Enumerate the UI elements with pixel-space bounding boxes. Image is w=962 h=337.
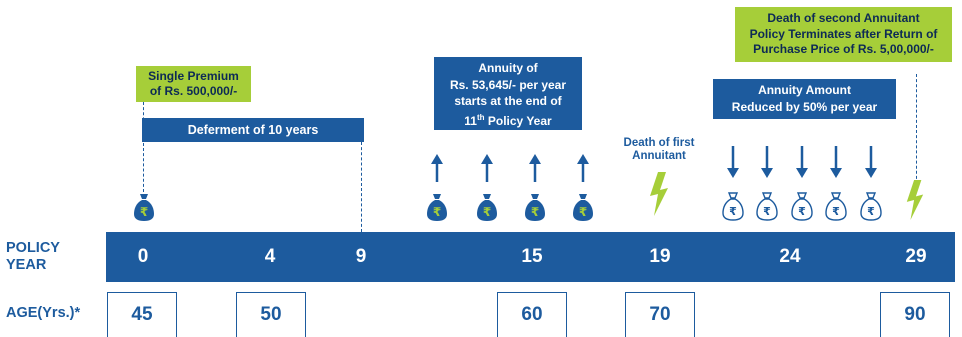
svg-text:₹: ₹ [798,205,806,218]
svg-text:₹: ₹ [763,205,771,218]
svg-text:₹: ₹ [483,205,491,219]
money-bag-outline-icon: ₹ [756,192,778,221]
deferment-box: Deferment of 10 years [142,118,364,142]
money-bag-filled-icon: ₹ [525,194,545,221]
money-bag-filled-icon: ₹ [427,194,447,221]
annuity-payments: ₹ ₹ ₹ ₹ [427,154,593,221]
age-box-50: 50 [236,292,306,337]
lightning-icon [906,180,924,220]
age-label: AGE(Yrs.)* [6,305,81,321]
age-box-45: 45 [107,292,177,337]
policy-year-4: 4 [264,246,276,267]
down-arrow-icon [865,146,877,178]
money-bag-filled-icon: ₹ [573,194,593,221]
year0-dashed-line [143,102,144,192]
svg-text:₹: ₹ [579,205,587,219]
annuity-start-box: Annuity of Rs. 53,645/- per year starts … [434,57,582,130]
annuity-line4: 11th Policy Year [464,112,552,128]
money-bag-outline-icon: ₹ [825,192,847,221]
money-bag-outline-icon: ₹ [791,192,813,221]
svg-text:₹: ₹ [832,205,840,218]
policy-year-29: 29 [905,246,927,267]
svg-text:₹: ₹ [140,205,148,219]
policy-year-bar [106,232,955,282]
down-arrow-icon [727,146,739,178]
single-premium-line2: of Rs. 500,000/- [149,84,238,98]
death-first-label: Death of first Annuitant [623,137,695,162]
up-arrow-icon [431,154,443,182]
money-bag-filled-icon: ₹ [477,194,497,221]
svg-text:₹: ₹ [729,205,737,218]
single-premium-box: Single Premium of Rs. 500,000/- [136,66,251,102]
up-arrow-icon [529,154,541,182]
deferment-label: Deferment of 10 years [187,123,319,137]
age-box-70: 70 [625,292,695,337]
policy-year-15: 15 [521,246,543,267]
annuity-line3: starts at the end of [454,94,562,108]
down-arrow-icon [796,146,808,178]
money-bag-outline-icon: ₹ [860,192,882,221]
policy-year-19: 19 [649,246,671,267]
lightning-icon [650,172,668,216]
death-second-box: Death of second Annuitant Policy Termina… [735,7,952,62]
annuity-reduced-box: Annuity Amount Reduced by 50% per year [713,79,896,119]
policy-year-label: POLICY YEAR [6,240,60,273]
year9-dashed-line [361,142,362,232]
policy-year-0: 0 [137,246,149,267]
annuity-line1: Annuity of [478,61,538,75]
single-premium-line1: Single Premium [148,69,239,83]
svg-text:₹: ₹ [531,205,539,219]
policy-year-24: 24 [779,246,801,267]
policy-year-9: 9 [355,246,367,267]
up-arrow-icon [481,154,493,182]
down-arrow-icon [761,146,773,178]
reduced-annuity-payments: ₹ ₹ ₹ ₹ ₹ [722,146,882,221]
money-bag-filled-icon: ₹ [134,194,154,221]
money-bag-outline-icon: ₹ [722,192,744,221]
age-box-60: 60 [497,292,567,337]
annuity-line2: Rs. 53,645/- per year [449,77,567,92]
age-box-90: 90 [880,292,950,337]
up-arrow-icon [577,154,589,182]
svg-text:₹: ₹ [433,205,441,219]
year29-dashed-line [916,74,917,184]
down-arrow-icon [830,146,842,178]
svg-text:₹: ₹ [867,205,875,218]
